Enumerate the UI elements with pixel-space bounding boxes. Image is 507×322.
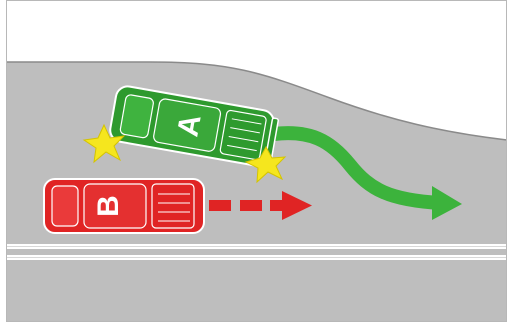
vehicle-b-label: B [92,195,125,217]
vehicle-b: B [44,179,204,233]
dashed-arrow-icon [209,200,231,211]
